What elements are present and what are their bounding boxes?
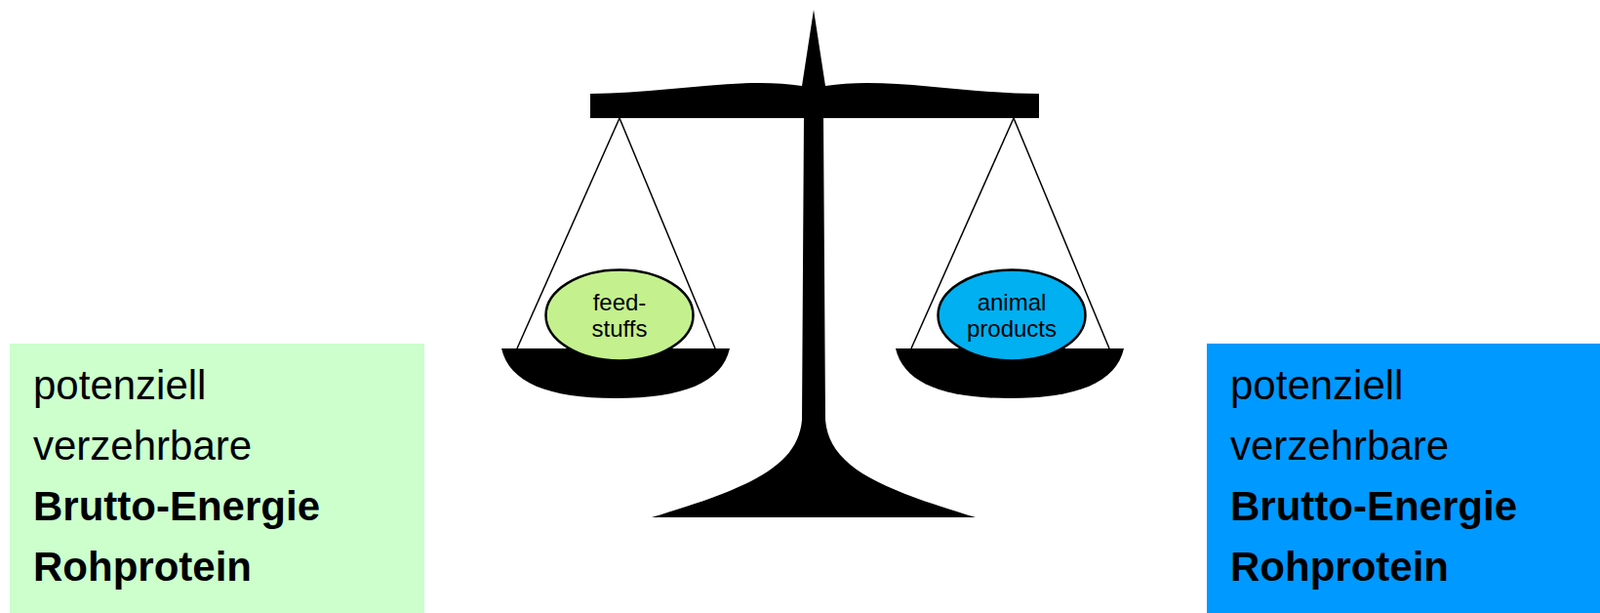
ellipse-node: feed- stuffs (544, 268, 695, 362)
text-box: potenziell verzehrbareBrutto-EnergieRohp… (9, 343, 425, 613)
box-text: potenziell verzehrbare (1230, 355, 1600, 477)
scale-post (651, 115, 976, 518)
box-text: Brutto-Energie (33, 476, 404, 537)
ellipse-label: animal products (954, 288, 1070, 342)
ellipse-shape (938, 270, 1086, 361)
box-text: Brutto-Energie (1230, 476, 1600, 537)
text-box: potenziell verzehrbareBrutto-EnergieRohp… (1206, 343, 1600, 613)
box-text: Rohprotein (1230, 536, 1600, 598)
ellipse-label: feed- stuffs (580, 288, 659, 342)
ellipse-node: animal products (936, 268, 1087, 362)
ellipse-shape (546, 270, 694, 361)
box-text: Rohprotein (33, 536, 404, 598)
box-text: potenziell verzehrbare (33, 355, 404, 477)
scale-beam (590, 9, 1040, 119)
